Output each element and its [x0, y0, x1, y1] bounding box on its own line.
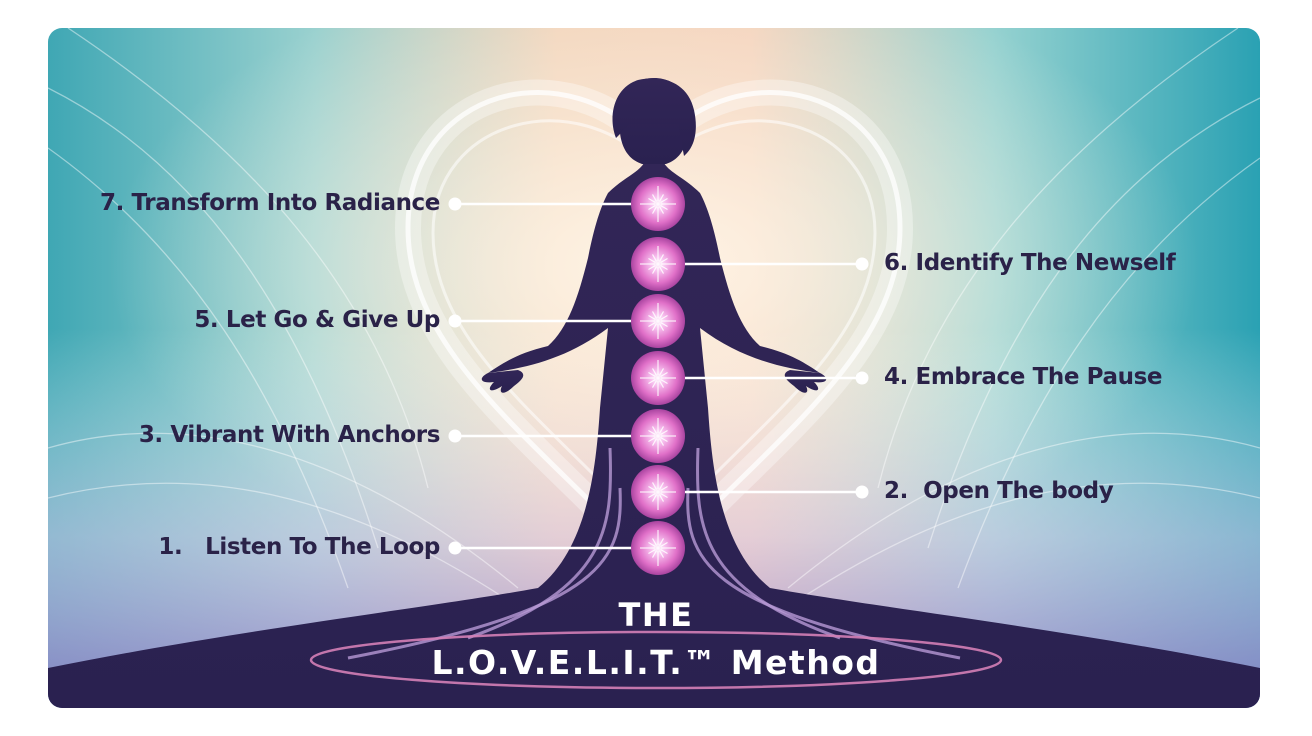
chakra-sparkle [640, 418, 676, 454]
chakra-point [631, 521, 685, 575]
chakra-sparkle [640, 530, 676, 566]
connector-dot [448, 541, 462, 555]
chakra-point [631, 409, 685, 463]
chakra-sparkle [640, 474, 676, 510]
chakra-point [631, 177, 685, 231]
chakra-point [631, 294, 685, 348]
step-label: 6. Identify The Newself [884, 250, 1176, 276]
title-line-1: THE [618, 596, 694, 634]
step-label: 2. Open The body [884, 478, 1114, 504]
step-label: 7. Transform Into Radiance [99, 190, 440, 216]
step-label: 1. Listen To The Loop [158, 534, 440, 560]
step-label: 5. Let Go & Give Up [194, 307, 440, 333]
chakra-sparkle [640, 303, 676, 339]
connector-dot [855, 485, 869, 499]
connector-dot [448, 429, 462, 443]
chakra-sparkle [640, 360, 676, 396]
step-label: 3. Vibrant With Anchors [138, 422, 441, 448]
chakra-sparkle [640, 186, 676, 222]
base-ring [309, 630, 1003, 690]
connector-dot [448, 314, 462, 328]
chakra-point [631, 237, 685, 291]
connector-dot [855, 371, 869, 385]
title-line-2: L.O.V.E.L.I.T.™ Method [431, 643, 881, 682]
chakra-point [631, 465, 685, 519]
connector-dot [448, 197, 462, 211]
chakra-point [631, 351, 685, 405]
chakra-sparkle [640, 246, 676, 282]
connector-dot [855, 257, 869, 271]
step-label: 4. Embrace The Pause [884, 364, 1163, 390]
